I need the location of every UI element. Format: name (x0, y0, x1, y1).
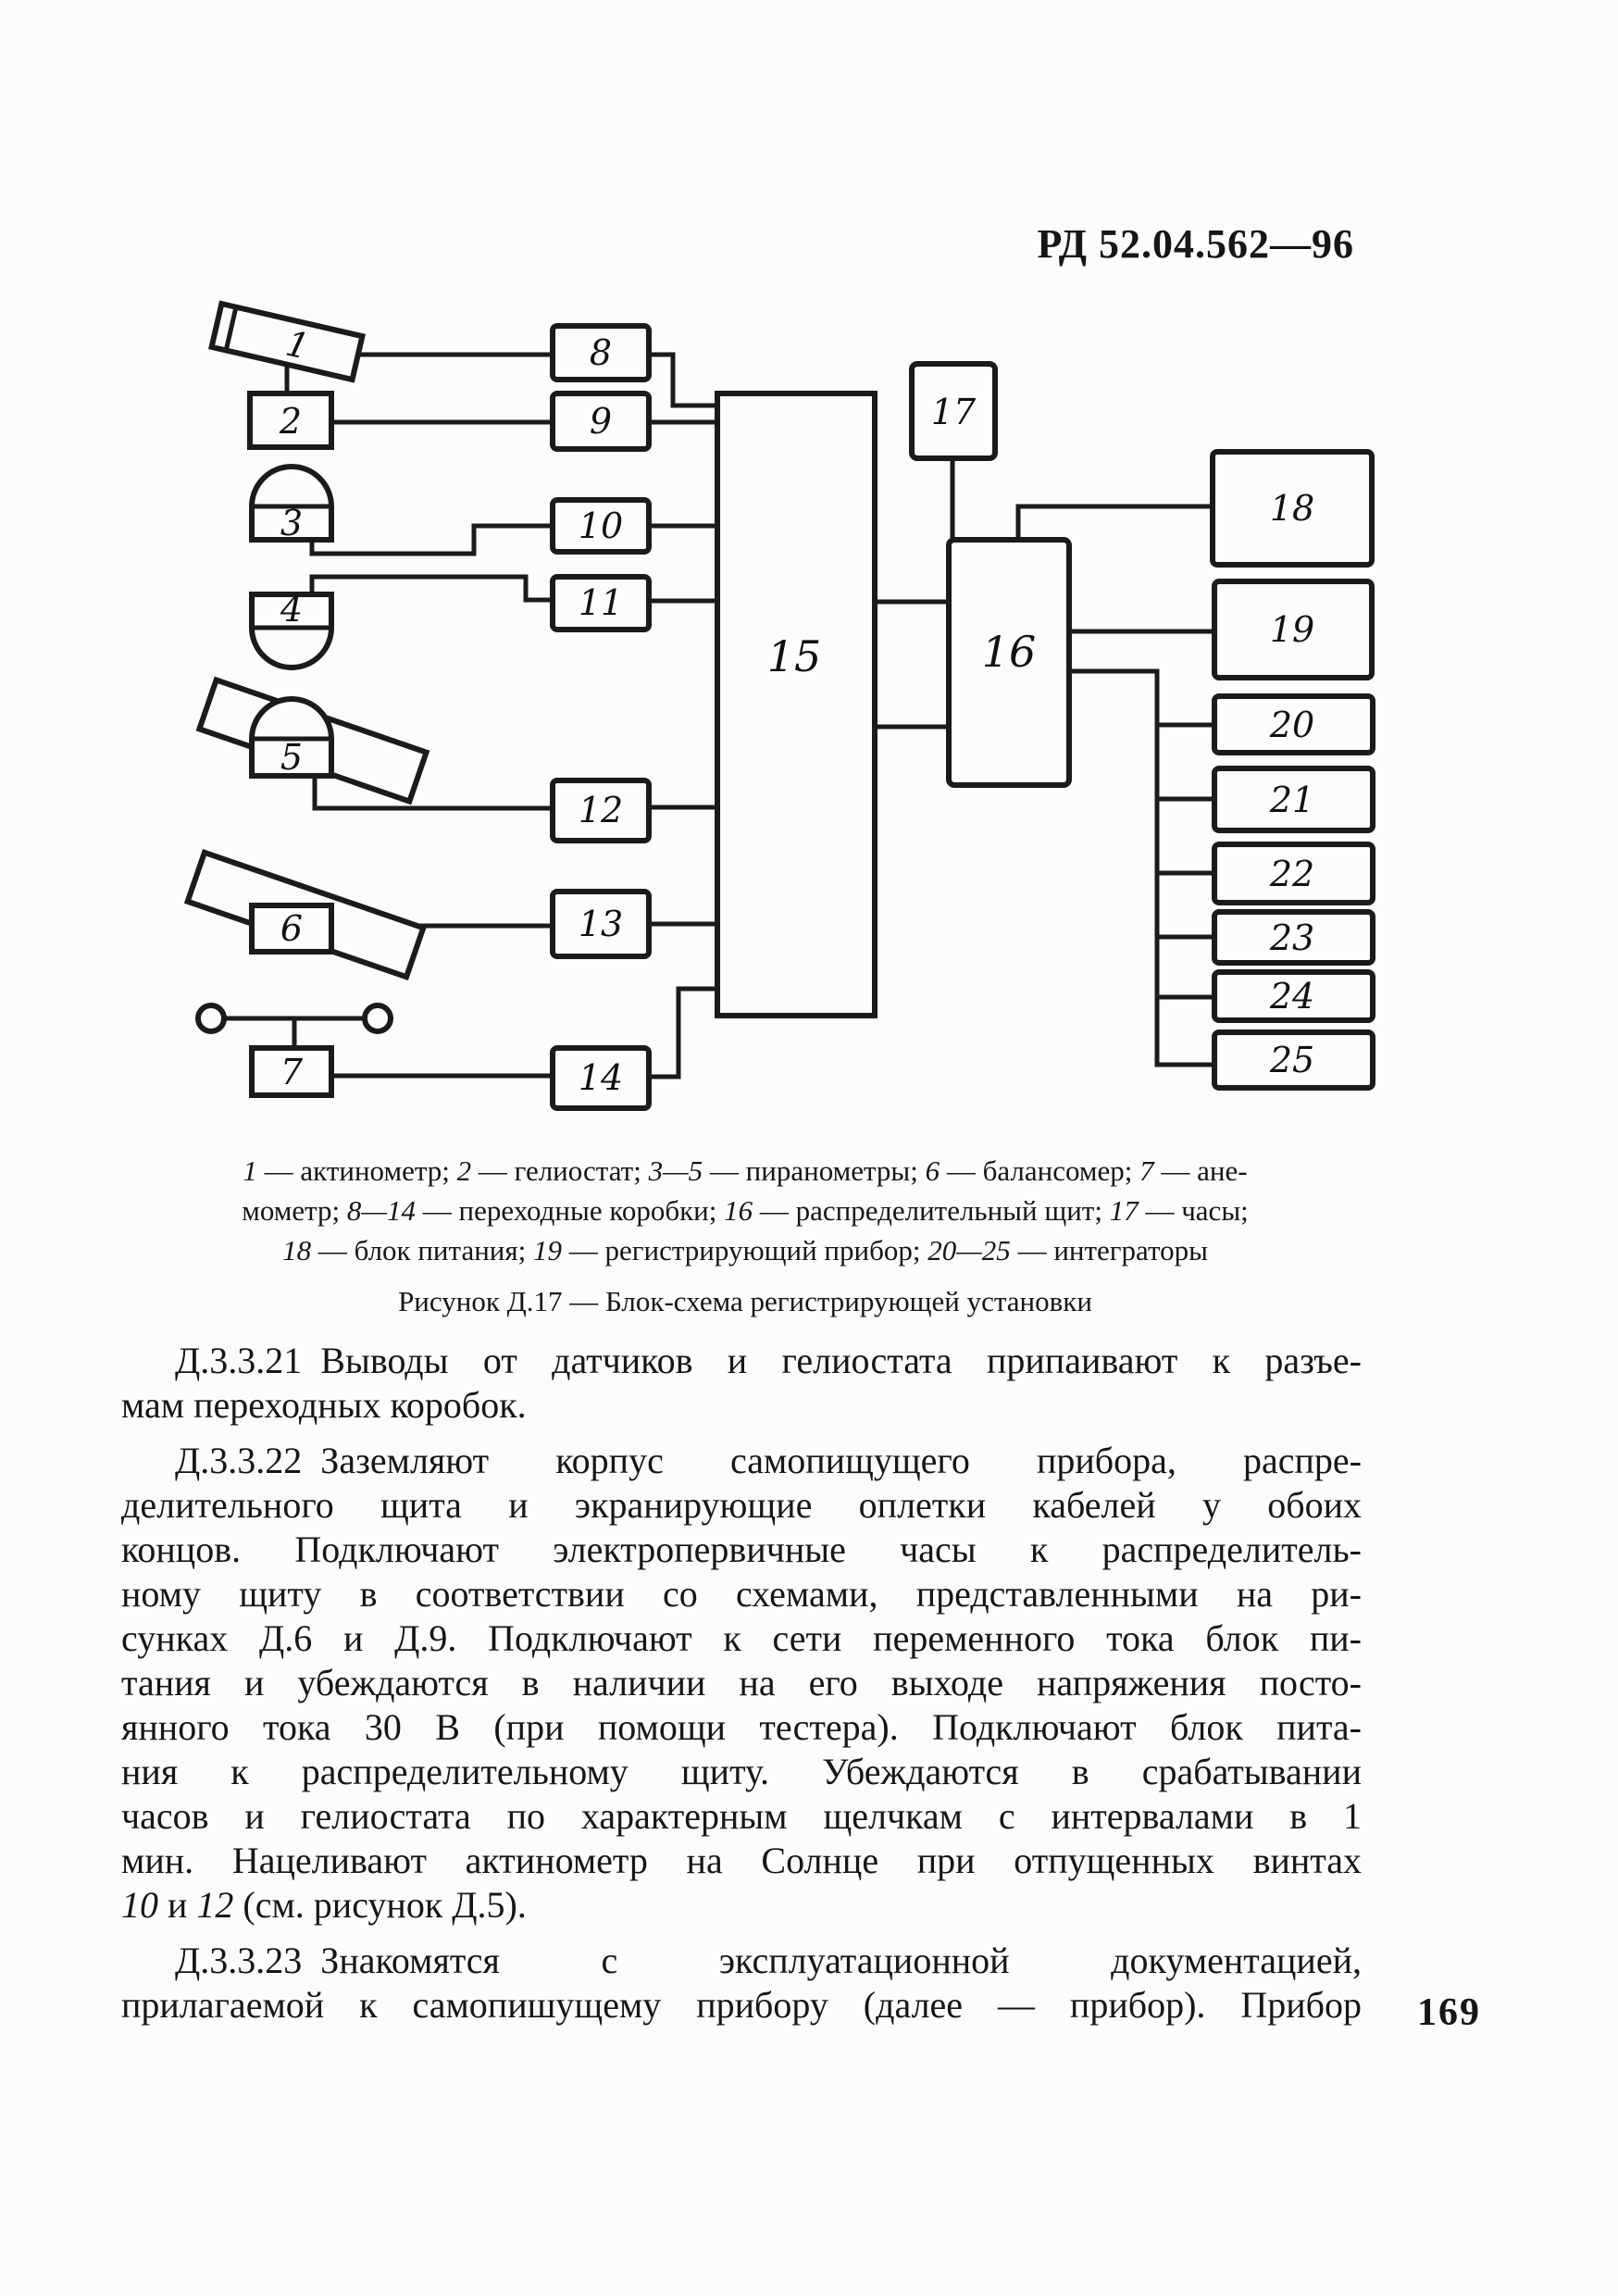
sensor-3-pyranometer: 3 (249, 464, 334, 543)
svg-text:25: 25 (1269, 1040, 1314, 1080)
wire-4-to-11 (309, 574, 553, 603)
legend-line-3: 18 — блок питания; 19 — регистрирующий п… (282, 1234, 1208, 1267)
svg-text:11: 11 (579, 582, 623, 623)
diagram-box-9: 9 (550, 391, 652, 452)
diagram-box-23-integrator: 23 (1212, 909, 1375, 966)
sensor-6-label: 6 (280, 908, 303, 949)
svg-text:19: 19 (1270, 609, 1314, 650)
svg-text:15: 15 (767, 631, 822, 681)
paragraph-d3322: Д.3.3.22 Заземляют корпус самопищущего п… (121, 1439, 1362, 1928)
svg-text:23: 23 (1269, 917, 1314, 958)
sensor-7-anemometer: 7 (195, 1003, 393, 1098)
paragraph-d3321: Д.3.3.21 Выводы от датчиков и гелиостата… (121, 1339, 1362, 1428)
wire-5-to-12 (312, 776, 553, 811)
text-line: мам переходных коробок. (121, 1384, 527, 1426)
figure-legend: 1 — актинометр; 2 — гелиостат; 3—5 — пир… (130, 1151, 1361, 1270)
document-code: РД 52.04.562—96 (1037, 221, 1354, 267)
sensor-2-heliostat: 2 (247, 391, 334, 450)
text-line: тания и убеждаются в наличии на его выхо… (121, 1662, 1362, 1703)
diagram-box-11: 11 (550, 574, 652, 632)
figure-title: Рисунок Д.17 — Блок-схема регистрирующей… (398, 1285, 1092, 1317)
text-line: прилагаемой к самопишущему прибору (дале… (121, 1984, 1362, 2026)
body-text: Д.3.3.21 Выводы от датчиков и гелиостата… (121, 1339, 1362, 2039)
svg-text:12: 12 (579, 790, 623, 830)
text-line: часов и гелиостата по характерным щелчка… (121, 1795, 1362, 1837)
diagram-box-19-recorder: 19 (1212, 579, 1375, 680)
text-line: концов. Подключают электропервичные часы… (121, 1529, 1362, 1570)
diagram-box-20-integrator: 20 (1212, 693, 1375, 755)
text-line: мин. Нацеливают актинометр на Солнце при… (121, 1840, 1362, 1881)
sensor-5-pyranometer-tilted: 5 (195, 676, 430, 805)
sensor-5-label: 5 (280, 737, 303, 778)
wire-16-bus (1069, 668, 1214, 1067)
text-line: янного тока 30 В (при помощи тестера). П… (121, 1706, 1362, 1748)
diagram-box-24-integrator: 24 (1212, 969, 1375, 1023)
page-number: 169 (1417, 1991, 1481, 2034)
text-line: Д.3.3.22 Заземляют корпус самопищущего п… (175, 1440, 1362, 1481)
svg-text:8: 8 (590, 332, 612, 373)
sensor-1-actinometer: 1 (208, 300, 366, 383)
diagram-box-8: 8 (550, 323, 652, 382)
wire-3-to-10 (309, 523, 553, 556)
svg-text:22: 22 (1269, 854, 1314, 894)
diagram-box-15: 15 (715, 391, 877, 1018)
text-line: сунках Д.6 и Д.9. Подключают к сети пере… (121, 1617, 1362, 1659)
diagram-box-22-integrator: 22 (1212, 842, 1375, 905)
diagram-box-18-power-supply: 18 (1210, 449, 1375, 568)
legend-line-2: мометр; 8—14 — переходные коробки; 16 — … (242, 1194, 1249, 1227)
wire-16-to-18 (1015, 504, 1213, 540)
block-diagram: 1 2 3 4 5 6 7 8 9 (183, 300, 1375, 1111)
diagram-box-25-integrator: 25 (1212, 1029, 1375, 1091)
text-line: ному щиту в соответствии со схемами, пре… (121, 1573, 1362, 1615)
svg-text:20: 20 (1269, 705, 1314, 745)
wire-14-to-15 (649, 986, 717, 1079)
diagram-box-16-distribution-board: 16 (946, 537, 1072, 788)
sensor-4-pyranometer: 4 (249, 589, 334, 670)
legend-line-1: 1 — актинометр; 2 — гелиостат; 3—5 — пир… (243, 1154, 1248, 1187)
sensor-2-label: 2 (279, 401, 302, 442)
svg-text:21: 21 (1269, 780, 1314, 820)
text-line: Д.3.3.23 Знакомятся с эксплуатационной д… (175, 1940, 1362, 1981)
diagram-box-14: 14 (550, 1045, 652, 1111)
text-line: 10 и 12 (см. рисунок Д.5). (121, 1884, 527, 1926)
text-line: делительного щита и экранирующие оплетки… (121, 1484, 1362, 1526)
text-line: Д.3.3.21 Выводы от датчиков и гелиостата… (175, 1340, 1362, 1381)
svg-text:13: 13 (579, 904, 623, 944)
svg-text:18: 18 (1270, 488, 1314, 529)
text-line: ния к распределительному щиту. Убеждаютс… (121, 1751, 1362, 1792)
svg-text:24: 24 (1269, 976, 1314, 1017)
sensor-7-label: 7 (280, 1052, 304, 1092)
sensor-3-label: 3 (280, 503, 303, 543)
paragraph-d3323: Д.3.3.23 Знакомятся с эксплуатационной д… (121, 1939, 1362, 2028)
svg-text:17: 17 (931, 392, 977, 432)
svg-text:10: 10 (579, 505, 623, 546)
diagram-box-21-integrator: 21 (1212, 766, 1375, 833)
diagram-box-13: 13 (550, 889, 652, 959)
diagram-box-10: 10 (550, 497, 652, 555)
wire-8-to-15 (649, 352, 717, 408)
sensor-6-balance-meter: 6 (183, 849, 428, 980)
svg-text:16: 16 (982, 627, 1037, 677)
svg-text:14: 14 (579, 1057, 623, 1098)
diagram-box-12: 12 (550, 778, 652, 843)
sensor-4-label: 4 (280, 589, 303, 630)
svg-text:9: 9 (590, 401, 612, 442)
diagram-box-17-clock: 17 (909, 361, 998, 461)
